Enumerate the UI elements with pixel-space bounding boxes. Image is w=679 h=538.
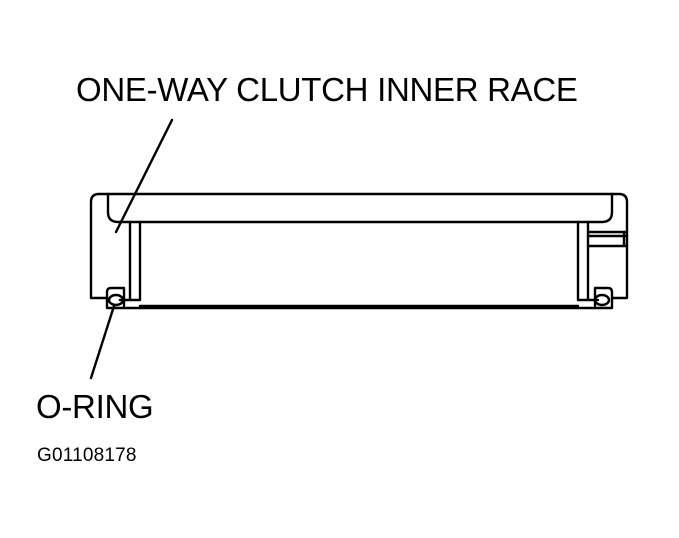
- left-o-ring: [107, 293, 125, 307]
- right-o-ring: [593, 293, 611, 307]
- right-o-ring-groove: [593, 286, 614, 308]
- race-flange-line: [106, 192, 614, 224]
- race-outer-outline: [89, 192, 629, 310]
- left-o-ring-groove: [105, 286, 126, 308]
- inner-race-leader-line: [114, 118, 174, 234]
- o-ring-label: O-RING: [36, 388, 154, 425]
- race-oil-hole: [586, 230, 629, 248]
- inner-race-label: ONE-WAY CLUTCH INNER RACE: [76, 71, 578, 108]
- figure-code: G01108178: [37, 445, 137, 466]
- o-ring-leader-line: [89, 304, 116, 380]
